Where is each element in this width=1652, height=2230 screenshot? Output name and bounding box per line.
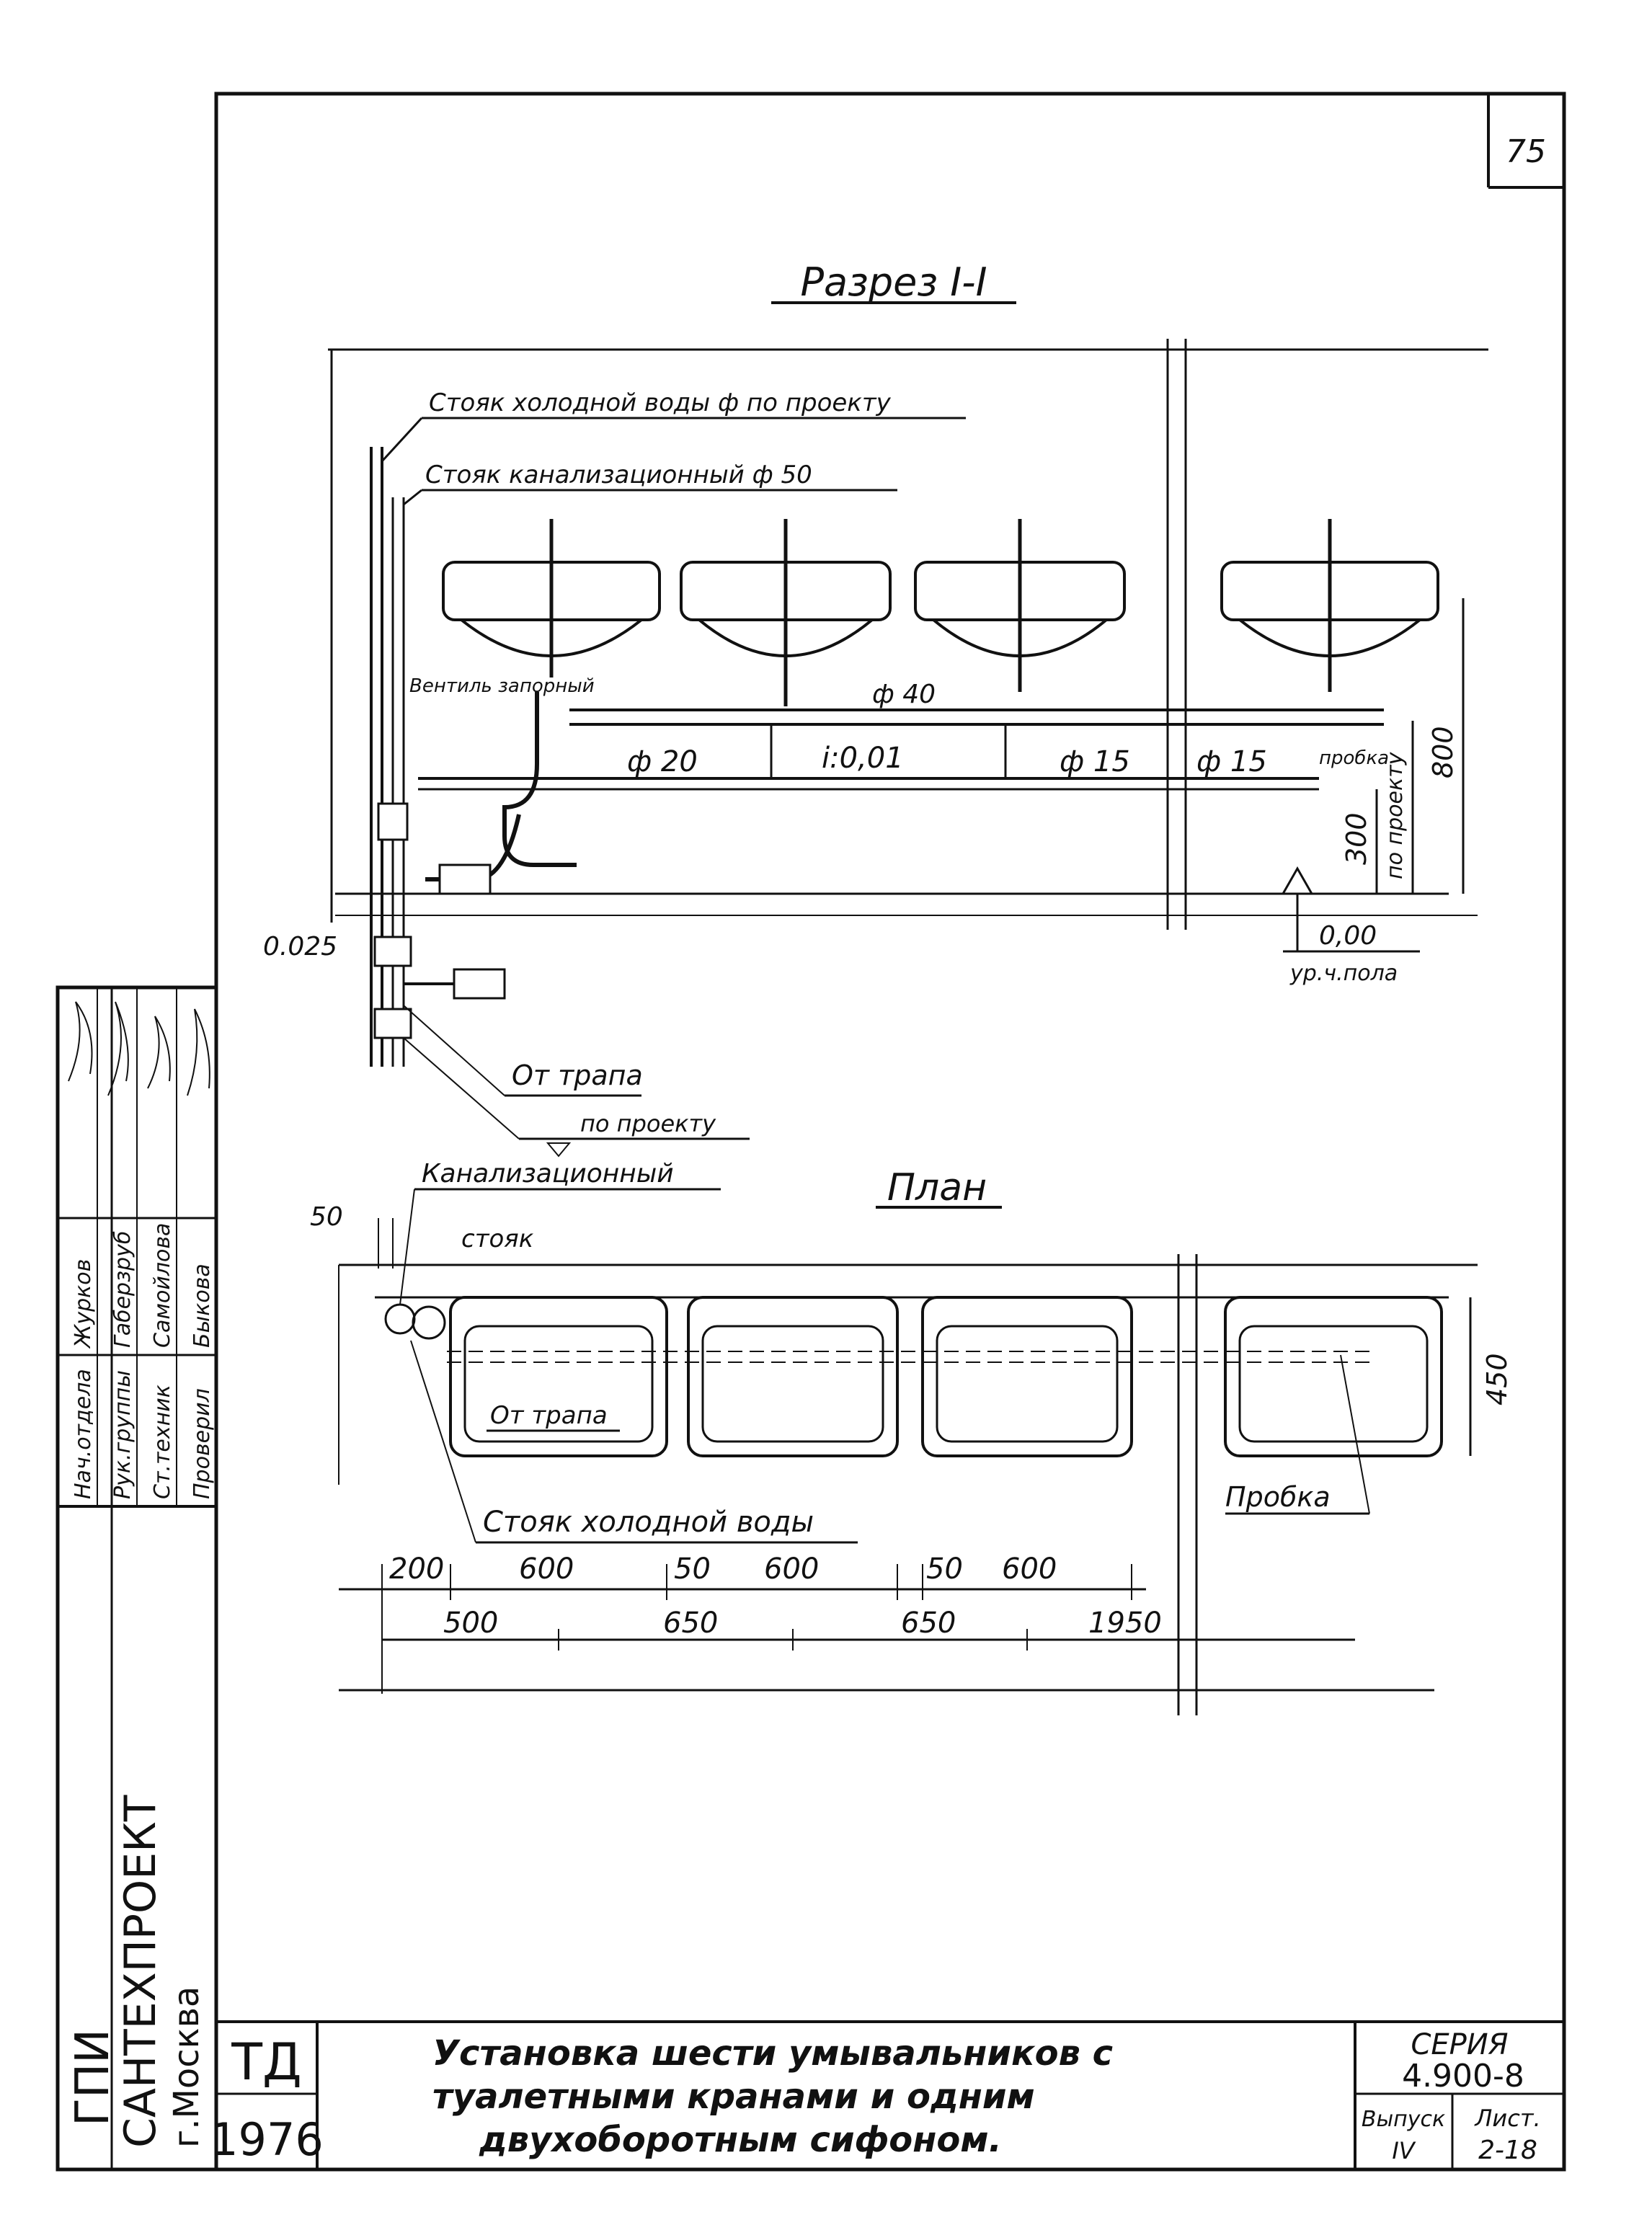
issue-label: Выпуск	[1362, 2107, 1445, 2132]
dim-300: 300	[1341, 812, 1372, 865]
td-mark: ТД	[231, 2033, 301, 2092]
dim-bottom-3: 650	[901, 1607, 956, 1640]
label-d15a: ф 15	[1060, 745, 1130, 778]
label-d40: ф 40	[872, 680, 936, 709]
label-plan-sewer-riser-1: Канализационный	[422, 1159, 674, 1189]
label-plan-from-drain: От трапа	[490, 1401, 608, 1430]
signature-2	[107, 1001, 129, 1096]
title-line-3: двухоборотным сифоном.	[479, 2120, 1002, 2160]
label-cold-riser: Стояк холодной воды ф по проекту	[429, 388, 892, 417]
title-line-2: туалетными кранами и одним	[432, 2076, 1035, 2117]
series-value: 4.900-8	[1402, 2058, 1524, 2094]
dim-800: 800	[1427, 726, 1459, 778]
sheet-label: Лист.	[1474, 2105, 1540, 2132]
org-1: ГПИ	[66, 2029, 120, 2126]
dim-bottom-4: 1950	[1088, 1607, 1162, 1640]
org-2: САНТЕХПРОЕКТ	[115, 1795, 166, 2148]
dim-bottom-1: 500	[443, 1607, 498, 1640]
name-3: Самойлова	[150, 1223, 175, 1348]
plan-basin-4	[1224, 1296, 1443, 1457]
dim-top-6: 600	[1002, 1552, 1057, 1586]
plan-basin-3	[921, 1296, 1133, 1457]
role-1: Нач.отдела	[71, 1369, 96, 1499]
title-line-1: Установка шести умывальников с	[432, 2033, 1113, 2074]
dim-top-4: 600	[764, 1552, 819, 1586]
basin-3	[914, 519, 1126, 692]
label-d20: ф 20	[627, 745, 698, 778]
floor-level: ур.ч.пола	[1289, 961, 1398, 986]
label-by-project: по проекту	[580, 1110, 716, 1137]
basin-1	[442, 519, 661, 678]
sheet-number: 75	[1506, 133, 1546, 170]
plan-basin-2	[687, 1296, 899, 1457]
dim-top-3: 50	[674, 1552, 711, 1586]
name-2: Габерзруб	[110, 1231, 136, 1348]
label-slope: i:0,01	[822, 742, 904, 775]
section-view: Разрез I-I	[263, 259, 1488, 1158]
role-3: Ст.техник	[150, 1385, 175, 1499]
dim-project: по проекту	[1382, 751, 1408, 879]
label-cap: пробка	[1319, 747, 1389, 769]
label-from-drain: От трапа	[512, 1060, 643, 1091]
name-1: Журков	[71, 1259, 96, 1349]
sheet-number-box: 75	[1487, 94, 1564, 189]
level-0025: 0.025	[263, 932, 337, 961]
dim-bottom-2: 650	[663, 1607, 718, 1640]
label-sewer-riser: Стояк канализационный ф 50	[425, 461, 812, 489]
role-2: Рук.группы	[110, 1370, 136, 1499]
dim-top-2: 600	[519, 1552, 574, 1586]
dim-50-plan: 50	[310, 1202, 343, 1232]
org-3: г.Москва	[166, 1986, 207, 2148]
plan-basin-1	[449, 1296, 668, 1457]
name-4: Быкова	[190, 1263, 215, 1348]
label-valve: Вентиль запорный	[409, 675, 595, 697]
year: 1976	[210, 2113, 324, 2166]
issue-value: IV	[1392, 2137, 1416, 2164]
basin-2	[680, 519, 892, 706]
title-block: ТД 1976 Установка шести умывальников с т…	[210, 2020, 1564, 2169]
plan-title: План	[887, 1166, 987, 1209]
side-stamp: Нач.отдела Рук.группы Ст.техник Проверил…	[58, 987, 216, 2169]
signature-1	[68, 1001, 93, 1082]
dim-top-1: 200	[389, 1552, 444, 1586]
basin-4	[1220, 519, 1439, 692]
label-plan-sewer-riser-2: стояк	[461, 1225, 534, 1253]
signature-3	[147, 1016, 171, 1089]
dim-450: 450	[1481, 1353, 1513, 1405]
label-plan-cold-riser: Стояк холодной воды	[483, 1506, 814, 1539]
label-plan-cap: Пробка	[1225, 1481, 1331, 1513]
series-label: СЕРИЯ	[1411, 2028, 1508, 2061]
signature-4	[187, 1008, 210, 1096]
sheet-value: 2-18	[1478, 2136, 1537, 2165]
level-000: 0,00	[1319, 921, 1377, 951]
label-d15b: ф 15	[1196, 745, 1267, 778]
dim-top-5: 50	[926, 1552, 963, 1586]
role-4: Проверил	[190, 1388, 215, 1499]
plan-view: План Канал	[310, 1159, 1513, 1715]
section-title: Разрез I-I	[800, 259, 987, 305]
